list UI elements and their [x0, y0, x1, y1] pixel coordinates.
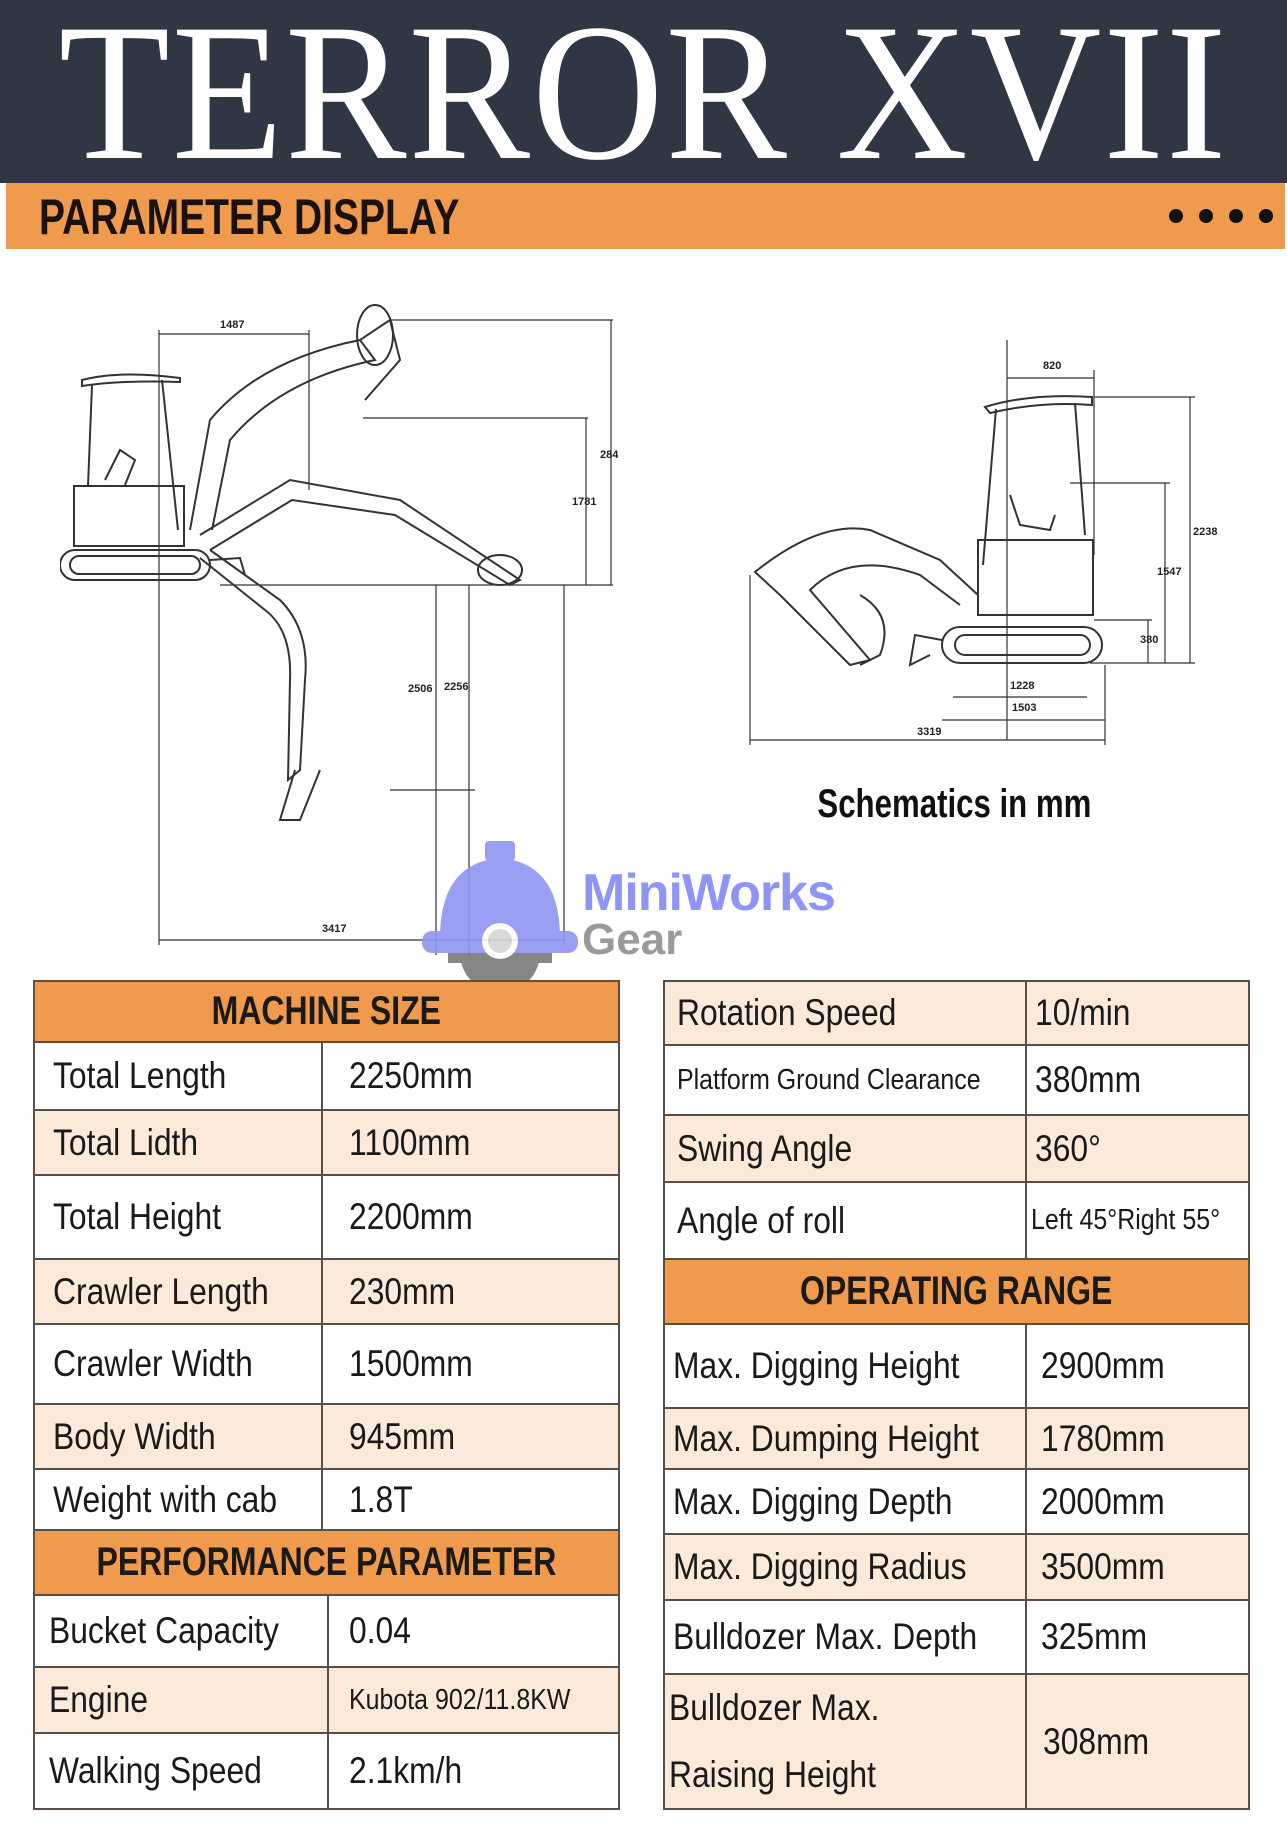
dim-label: 820	[1043, 360, 1061, 372]
table-row: Total Length 2250mm	[35, 1043, 618, 1111]
row-value: 230mm	[349, 1270, 456, 1312]
row-value: 0.04	[349, 1610, 411, 1651]
row-label: Crawler Length	[53, 1270, 269, 1312]
row-label: Max. Digging Depth	[673, 1480, 953, 1522]
table-row: Crawler Width 1500mm	[35, 1325, 618, 1405]
row-value: 3500mm	[1041, 1546, 1165, 1587]
row-value: 2900mm	[1041, 1345, 1165, 1386]
section-heading: PERFORMANCE PARAMETER	[96, 1540, 557, 1584]
row-value: 308mm	[1043, 1720, 1150, 1762]
section-heading: MACHINE SIZE	[211, 989, 442, 1033]
dim-label: 2506	[408, 683, 432, 695]
table-row: Engine Kubota 902/11.8KW	[35, 1668, 618, 1734]
section-title: PARAMETER DISPLAY	[39, 189, 460, 245]
row-value: 945mm	[349, 1415, 456, 1457]
table-row: Angle of roll Left 45°Right 55°	[665, 1183, 1248, 1260]
dim-label: 1781	[572, 496, 596, 508]
dim-label: 2256	[444, 681, 468, 693]
dim-label: 3319	[917, 726, 941, 738]
row-value: 10/min	[1035, 992, 1131, 1033]
dim-label: 380	[1140, 634, 1158, 646]
row-label: Total Height	[53, 1196, 222, 1237]
machine-size-header: MACHINE SIZE	[35, 982, 618, 1043]
front-view-schematic: 820 2238 1547 380 1228 1503 3319	[749, 340, 1217, 745]
dots-decoration	[1169, 209, 1273, 223]
table-row: Bulldozer Max. Raising Height 308mm	[665, 1675, 1248, 1808]
table-row: Max. Dumping Height 1780mm	[665, 1409, 1248, 1470]
section-banner: PARAMETER DISPLAY	[6, 183, 1285, 249]
table-row: Body Width 945mm	[35, 1405, 618, 1470]
row-label: Walking Speed	[49, 1750, 262, 1791]
row-value: Left 45°Right 55°	[1031, 1204, 1221, 1236]
table-row: Bucket Capacity 0.04	[35, 1596, 618, 1668]
table-row: Max. Digging Height 2900mm	[665, 1325, 1248, 1409]
row-label: Swing Angle	[677, 1127, 853, 1169]
dim-label: 1228	[1010, 680, 1034, 692]
row-label: Angle of roll	[677, 1199, 846, 1241]
table-row: Walking Speed 2.1km/h	[35, 1734, 618, 1808]
logo-text-miniworks: MiniWorks	[582, 864, 836, 922]
row-value: 360°	[1035, 1127, 1101, 1169]
row-label: Bulldozer Max. Depth	[673, 1616, 978, 1657]
row-label: Total Lidth	[53, 1121, 199, 1163]
schematics-caption: Schematics in mm	[817, 782, 1092, 826]
table-row: Rotation Speed 10/min	[665, 982, 1248, 1046]
table-row: Total Lidth 1100mm	[35, 1111, 618, 1176]
performance-header: PERFORMANCE PARAMETER	[35, 1531, 618, 1596]
dim-label: 1487	[220, 319, 244, 331]
row-label: Total Length	[53, 1055, 227, 1096]
row-label: Rotation Speed	[677, 992, 897, 1033]
table-row: Crawler Length 230mm	[35, 1260, 618, 1325]
row-label: Body Width	[53, 1415, 216, 1457]
row-value: 2000mm	[1041, 1480, 1165, 1522]
title-banner: TERROR XVII	[0, 0, 1287, 198]
row-label-line2: Raising Height	[669, 1753, 876, 1795]
operating-range-header: OPERATING RANGE	[665, 1260, 1248, 1325]
table-row: Max. Digging Radius 3500mm	[665, 1535, 1248, 1601]
row-value: 1500mm	[349, 1343, 473, 1384]
row-value: 380mm	[1035, 1059, 1142, 1100]
table-row: Bulldozer Max. Depth 325mm	[665, 1601, 1248, 1675]
row-value: 325mm	[1041, 1616, 1148, 1657]
product-title: TERROR XVII	[58, 0, 1229, 201]
row-value: 1100mm	[349, 1121, 471, 1163]
row-label: Bulldozer Max.	[669, 1687, 880, 1729]
miniworks-gear-logo: MiniWorks Gear	[420, 823, 860, 1008]
section-heading: OPERATING RANGE	[800, 1269, 1113, 1313]
row-label: Platform Ground Clearance	[677, 1063, 981, 1096]
row-value: 2.1km/h	[349, 1750, 463, 1791]
row-label: Max. Dumping Height	[673, 1417, 979, 1459]
dim-label: 1547	[1157, 566, 1181, 578]
row-value: 1.8T	[349, 1478, 413, 1520]
helmet-gear-icon	[422, 841, 578, 1008]
row-value: 2200mm	[349, 1196, 473, 1237]
row-label: Engine	[49, 1679, 149, 1720]
dim-label: 284	[600, 449, 619, 461]
table-row: Swing Angle 360°	[665, 1116, 1248, 1183]
row-value: 2250mm	[349, 1055, 473, 1096]
machine-size-table: MACHINE SIZE Total Length 2250mm Total Li…	[33, 980, 620, 1810]
dim-label: 3417	[322, 923, 346, 935]
operating-range-table: Rotation Speed 10/min Platform Ground Cle…	[663, 980, 1250, 1810]
dim-label: 1503	[1012, 702, 1036, 714]
row-value: Kubota 902/11.8KW	[349, 1683, 571, 1716]
row-value: 1780mm	[1041, 1417, 1165, 1459]
table-row: Total Height 2200mm	[35, 1176, 618, 1260]
table-row: Platform Ground Clearance 380mm	[665, 1046, 1248, 1116]
row-label: Crawler Width	[53, 1343, 253, 1384]
row-label: Max. Digging Height	[673, 1345, 960, 1386]
row-label: Weight with cab	[53, 1478, 278, 1520]
row-label: Max. Digging Radius	[673, 1546, 967, 1587]
table-row: Max. Digging Depth 2000mm	[665, 1470, 1248, 1535]
logo-text-gear: Gear	[582, 915, 683, 964]
table-row: Weight with cab 1.8T	[35, 1470, 618, 1531]
row-label: Bucket Capacity	[49, 1610, 279, 1651]
dim-label: 2238	[1193, 526, 1217, 538]
